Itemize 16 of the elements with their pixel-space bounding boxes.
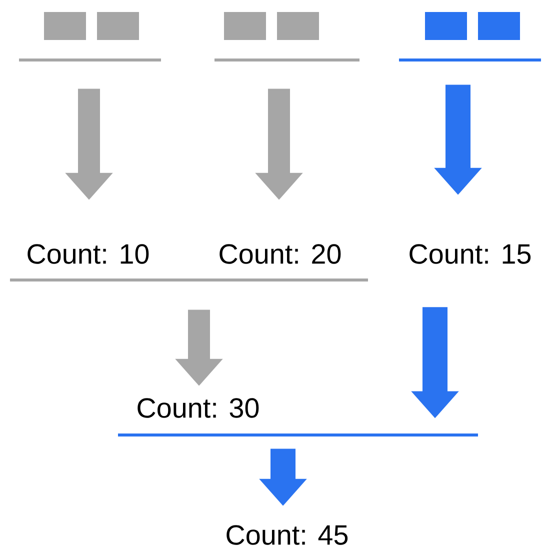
block-box [224,12,266,40]
count-label: Count: 15 [410,244,531,264]
baseline-bar [399,58,541,62]
block-box [44,12,86,40]
baseline-bar [214,58,360,62]
count-label: Count: 30 [138,398,259,418]
block-box [425,12,467,40]
baseline-bar [10,278,368,282]
block-box [97,12,139,40]
baseline-bar [19,58,161,62]
count-label: Count: 20 [220,244,341,264]
block-box [277,12,319,40]
block-box [478,12,520,40]
count-label: Count: 10 [28,244,149,264]
count-label: Count: 45 [226,525,348,545]
baseline-bar [118,434,478,436]
